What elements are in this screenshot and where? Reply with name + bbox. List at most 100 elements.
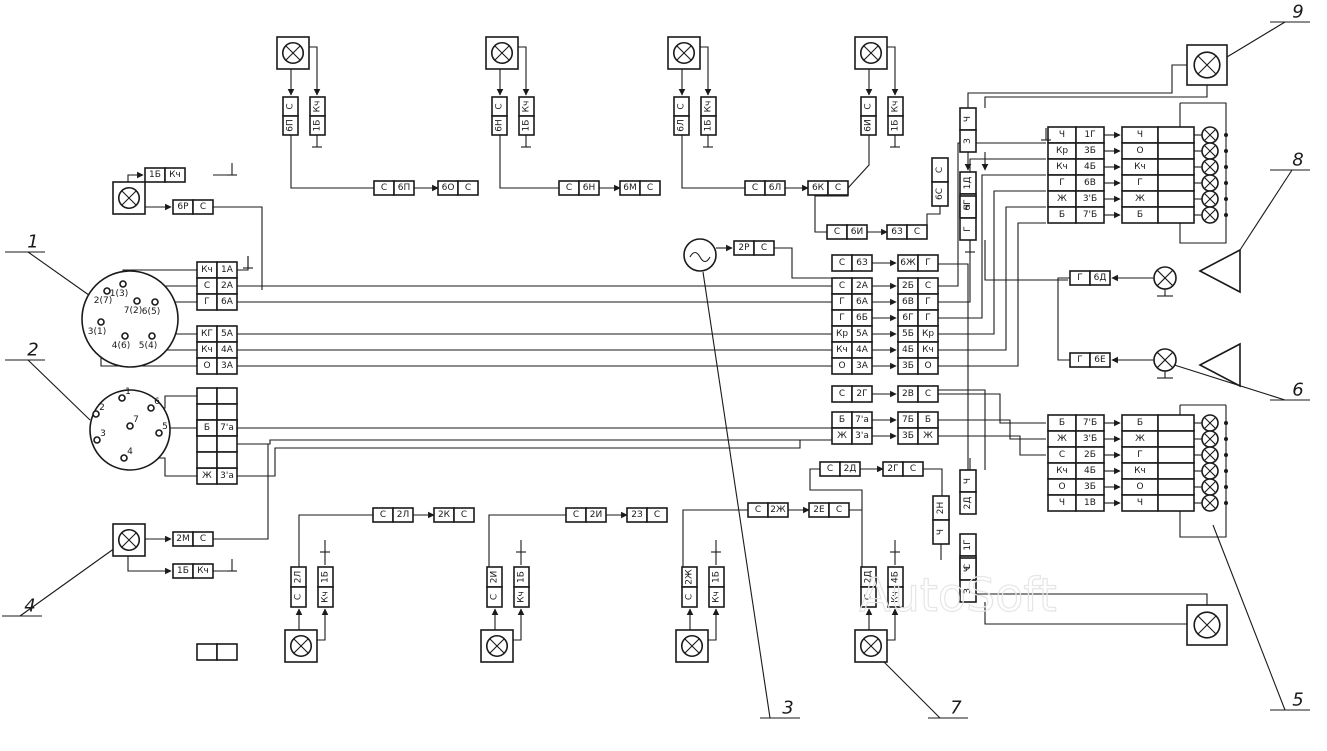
bottom-chain-plug-label: 2Г	[887, 464, 898, 474]
sensor-three-icon	[689, 251, 711, 263]
central-right-label: 6В	[902, 297, 914, 307]
plug-6c-label: С	[935, 167, 945, 173]
socket-one-pin	[121, 332, 129, 340]
bottom-lamp-cross	[489, 638, 505, 654]
right-top-plug-label: Ч	[963, 116, 973, 122]
mid-right-plug-cell	[1089, 270, 1111, 286]
wire	[213, 444, 269, 540]
socket-one-pin-label: 3(1)	[88, 327, 106, 337]
socket-one-pin	[103, 287, 111, 295]
upper-block-left-label: Кр	[1056, 146, 1068, 156]
central-right-label: Ж	[923, 431, 933, 441]
socket-one	[81, 270, 179, 368]
bottom-chain-plug-cell	[767, 502, 789, 518]
wire	[516, 46, 530, 96]
left-terminal-label: КГ	[201, 329, 213, 339]
wire	[499, 135, 559, 189]
upper-block-right-cell	[1157, 158, 1195, 176]
mid-right-plug-label: 6Е	[1094, 355, 1106, 365]
socket-two-pin	[93, 436, 101, 444]
top-lamp-plug-label: Кч	[313, 101, 323, 113]
leader-line	[19, 547, 116, 617]
lamp-four-plug-label: 1Б	[177, 566, 189, 576]
wire	[706, 608, 720, 641]
central-right-label: С	[925, 281, 931, 291]
callout-number: 4	[24, 596, 35, 617]
upper-indicator-lamp-cross	[1204, 193, 1216, 205]
central-right-label: 2В	[902, 389, 914, 399]
top-chain-plug-cell	[639, 180, 661, 196]
wire	[1057, 277, 1070, 361]
bottom-lamp-plug-label: Кч	[891, 591, 901, 603]
lamp-four-plug-label: С	[200, 534, 206, 544]
junction-dot	[1224, 501, 1228, 505]
wire	[682, 509, 748, 567]
lower-block-left-label: С	[1059, 450, 1065, 460]
central-left-label: Г	[839, 297, 845, 307]
central-right-label: Кч	[922, 345, 934, 355]
central-right-label: Г	[925, 297, 931, 307]
central-right-label: Г	[925, 313, 931, 323]
left-terminal-label: 4А	[221, 345, 234, 355]
plug-6c-label: 6С	[935, 188, 945, 200]
wire	[885, 46, 899, 96]
upper-block-left-label: 3Б	[1084, 146, 1096, 156]
socket-one-pin-label: 6(5)	[142, 307, 160, 317]
upper-block-left-label: 1Г	[1084, 130, 1095, 140]
plug-2h-label: 2Н	[936, 502, 946, 515]
central-left-label: 6З	[856, 258, 868, 268]
wire	[885, 608, 899, 641]
upper-block-right-label: Кч	[1134, 162, 1146, 172]
junction-dot	[1224, 453, 1228, 457]
upper-block-left-label: Г	[1059, 178, 1065, 188]
plug-2h-cell	[932, 519, 950, 545]
top-chain-plug-label: 6О	[442, 183, 455, 193]
top-chain-plug-label: 6Л	[769, 183, 782, 193]
left-terminal-label: 1А	[221, 265, 234, 275]
top-lamp-plug-label: Кч	[704, 101, 714, 113]
left-terminal-empty-cell	[216, 387, 238, 405]
lower-indicator-lamp-cross	[1204, 417, 1216, 429]
socket-one-pin-label: 1(3)	[110, 289, 128, 299]
lower-block-left-label: 2Б	[1084, 450, 1096, 460]
lamp-nine-cross	[1197, 55, 1217, 75]
leader-line	[1167, 362, 1286, 401]
upper-block-left-label: 6В	[1084, 178, 1096, 188]
top-chain-plug-cell	[578, 180, 600, 196]
wire	[938, 419, 1046, 440]
top-lamp-cross	[863, 45, 879, 61]
junction-dot	[1224, 181, 1228, 185]
socket-two-pin	[92, 410, 100, 418]
sensor-three	[683, 238, 717, 272]
wire	[315, 608, 329, 641]
top-chain-plug-label: 6Н	[583, 183, 596, 193]
left-terminal-label: Г	[204, 297, 210, 307]
bottom-chain-plug-label: 2З	[631, 510, 643, 520]
wire	[938, 263, 969, 470]
socket-one-pin	[119, 280, 127, 288]
top-left-plug-cell	[192, 199, 214, 215]
leader-line	[881, 659, 941, 719]
right-top-plug-cell	[959, 129, 977, 153]
central-left-label: С	[839, 258, 845, 268]
junction-dot	[1224, 421, 1228, 425]
socket-two-pin-label: 2	[99, 403, 105, 413]
left-terminal-label: 7'а	[220, 423, 234, 433]
top-lamp-plug-cell	[309, 115, 326, 136]
top-chain-plug-label: 6И	[851, 227, 863, 237]
lower-block-left-cell	[1075, 494, 1105, 512]
lamp-four-plug-cell	[192, 531, 214, 547]
central-left-label: О	[838, 361, 845, 371]
top-chain-plug-label: С	[914, 227, 920, 237]
top-left-plug-label: С	[200, 202, 206, 212]
top-left-plug-cell	[164, 167, 186, 183]
wire	[511, 608, 525, 641]
central-left-label: С	[839, 281, 845, 291]
mid-right-plug-label: 6Д	[1094, 273, 1107, 283]
lower-indicator-lamp-cross	[1204, 433, 1216, 445]
upper-indicator-lamp-cross	[1204, 129, 1216, 141]
wire	[307, 46, 321, 96]
wire	[926, 206, 941, 232]
bottom-chain-plug-cell	[392, 507, 414, 523]
central-left-label: 3А	[856, 361, 869, 371]
